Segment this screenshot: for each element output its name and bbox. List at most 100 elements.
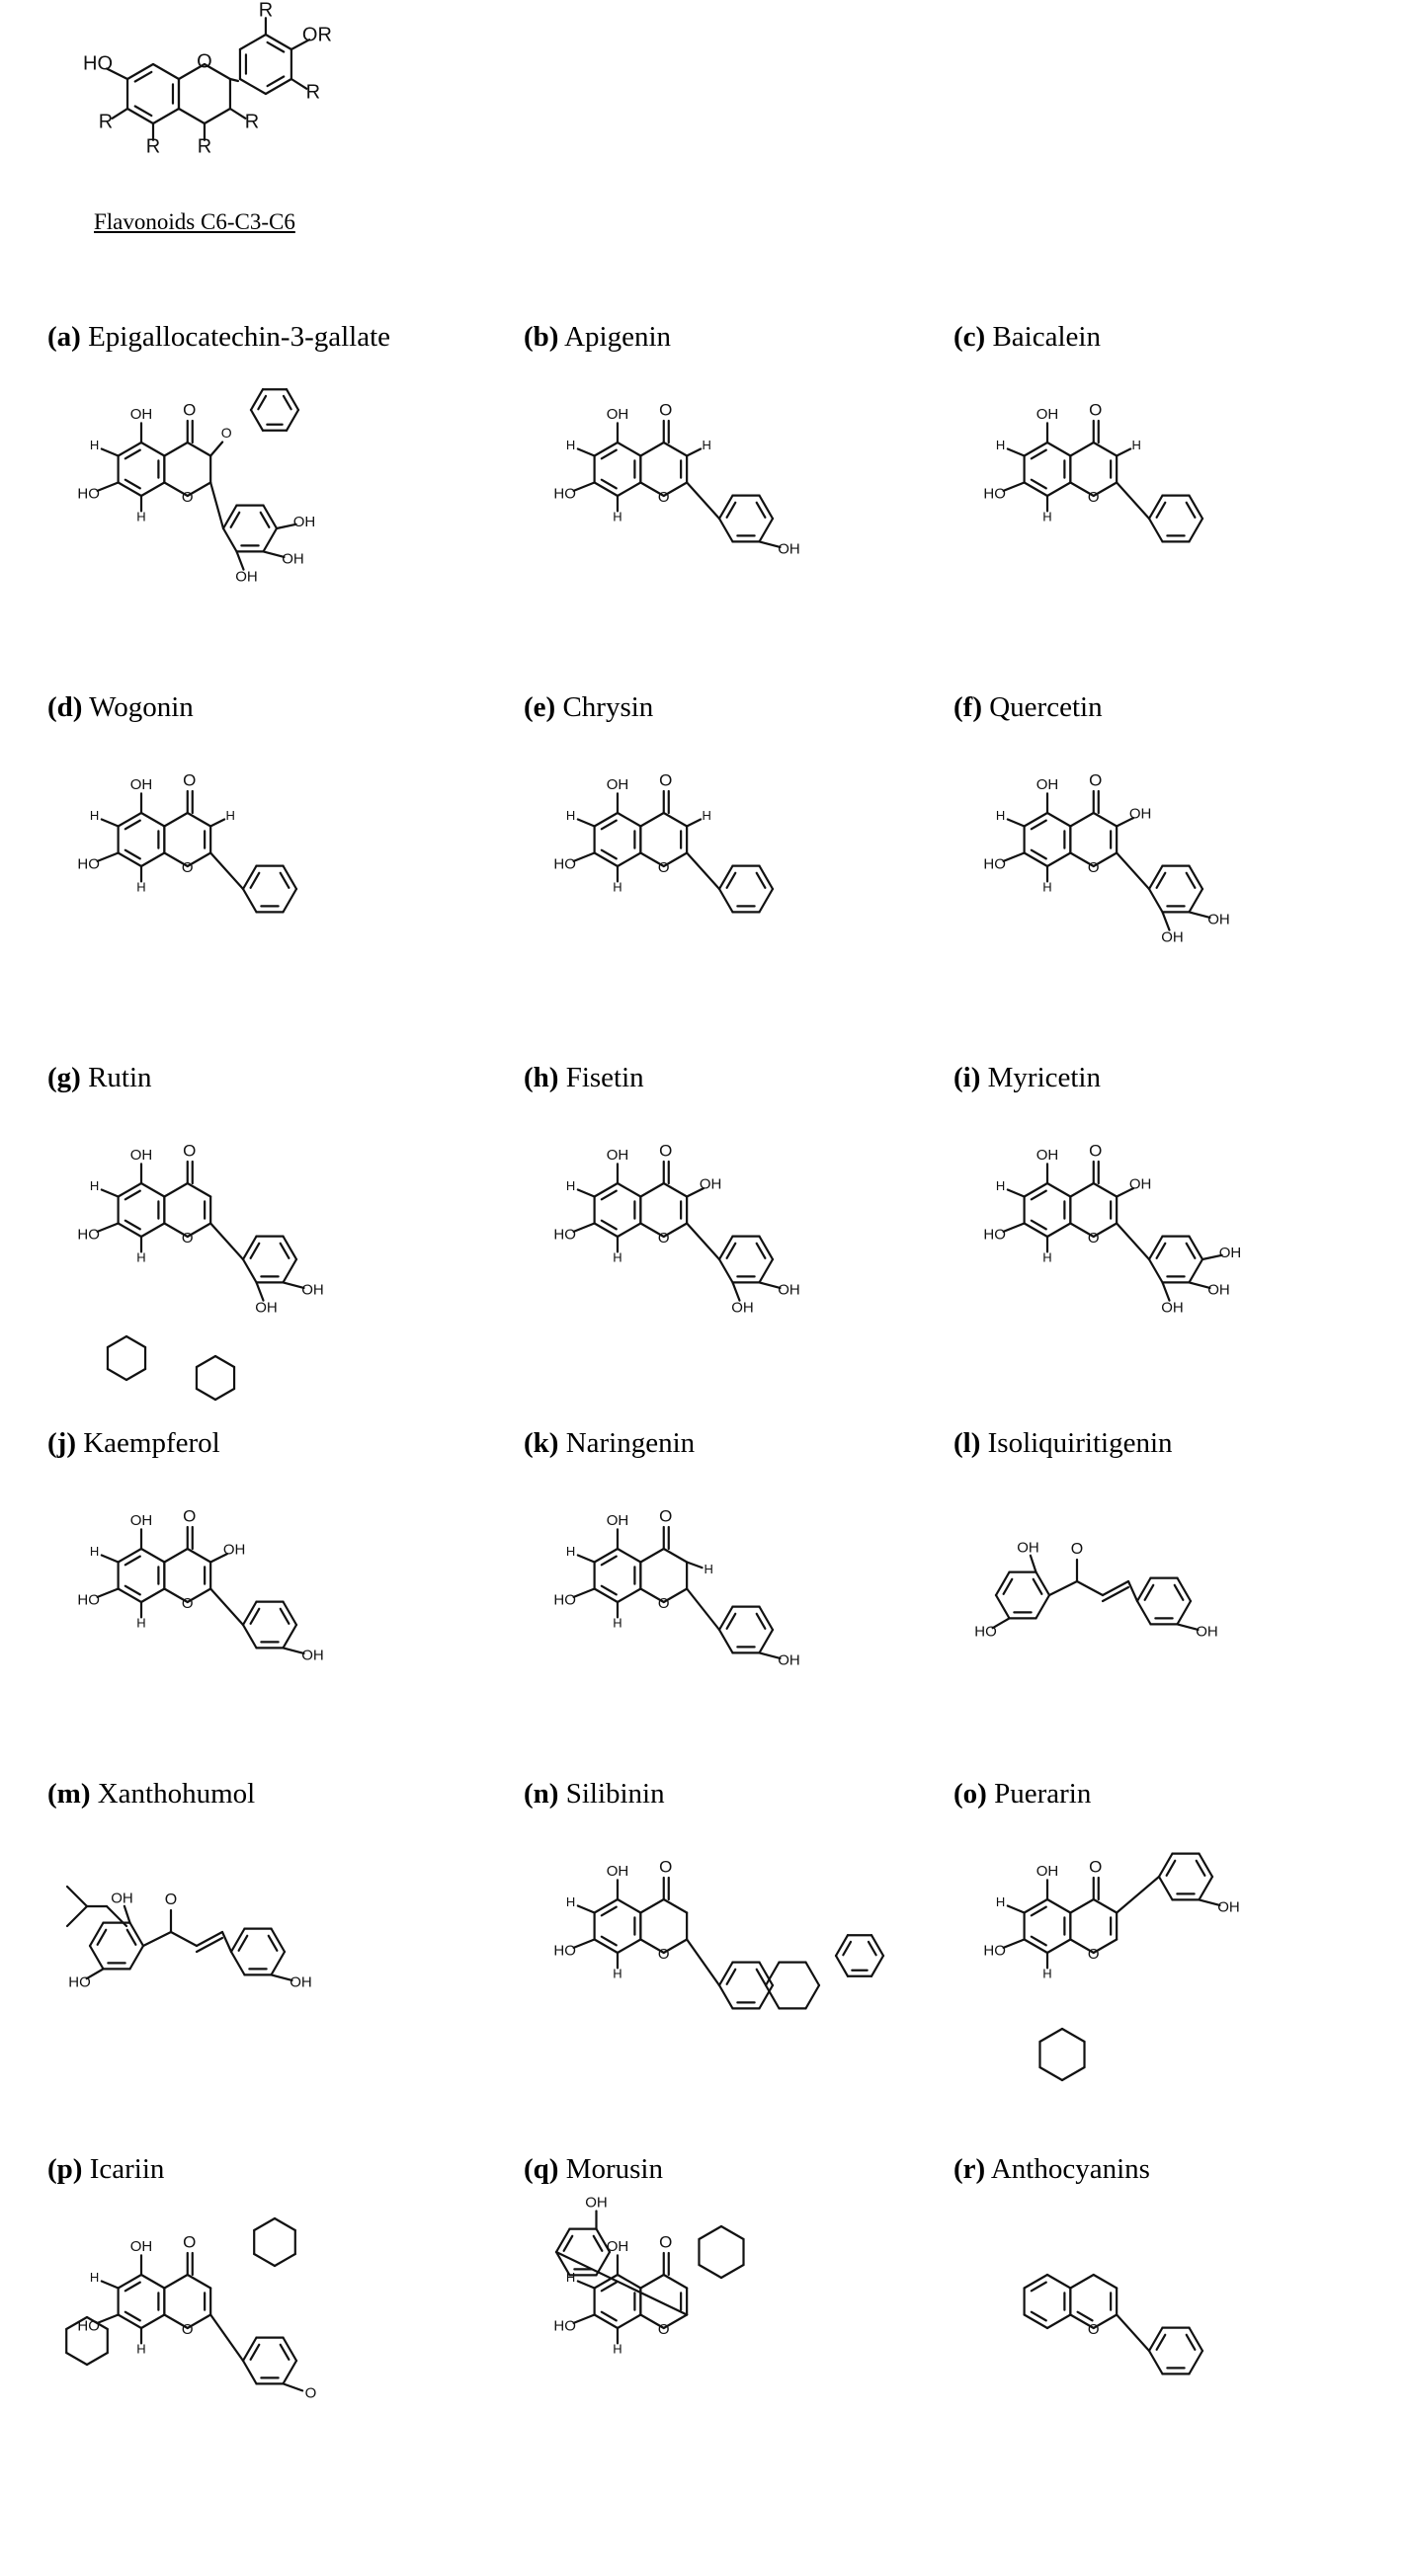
bond (755, 501, 767, 519)
bond (1023, 1938, 1049, 1955)
bond (1198, 1852, 1214, 1879)
bond (1185, 2333, 1197, 2351)
bond (1173, 1583, 1185, 1601)
bond (725, 871, 737, 889)
bond (125, 1928, 137, 1946)
bond (229, 1950, 246, 1976)
atom-label: H (613, 879, 621, 894)
bond (282, 1281, 305, 1290)
atom-label: OH (1207, 1281, 1230, 1298)
bond (1147, 517, 1164, 543)
bond (662, 1181, 689, 1198)
bond (141, 1930, 173, 1948)
bond (186, 2313, 212, 2330)
bond (139, 851, 166, 868)
bond (731, 1281, 741, 1302)
bond (209, 2313, 245, 2363)
panel-label: (j) Kaempferol (47, 1427, 220, 1460)
atom-label: OH (290, 1973, 312, 1990)
bond (725, 1968, 737, 1985)
panel-label: (o) Puerarin (953, 1778, 1091, 1811)
bond (124, 478, 141, 490)
bond (213, 1387, 236, 1402)
bond (209, 818, 226, 828)
bond (1030, 1189, 1047, 1201)
atom-label: O (659, 1141, 672, 1160)
bond (1069, 441, 1095, 457)
bond (117, 1181, 143, 1198)
atom-label: OH (130, 1512, 153, 1529)
bond (290, 39, 311, 51)
bond (593, 1181, 620, 1198)
bond (65, 2351, 89, 2367)
bond (1045, 851, 1072, 868)
atom-label: OH (130, 776, 153, 793)
bond (1188, 911, 1211, 920)
atom-label: O (182, 2321, 194, 2338)
atom-label: R (146, 135, 160, 157)
bond (600, 478, 618, 490)
bond (1116, 1186, 1135, 1198)
panel-label: (g) Rutin (47, 1062, 152, 1094)
bond (209, 851, 245, 891)
atom-label: H (1042, 1966, 1051, 1980)
panel-letter: (q) (524, 2153, 559, 2185)
bond (1185, 501, 1197, 519)
bond (249, 871, 261, 889)
atom-label: OH (607, 406, 629, 423)
bond (758, 1281, 782, 1290)
bond (1155, 1242, 1167, 1259)
bond (124, 448, 141, 460)
atom-label: OH (1036, 1863, 1059, 1880)
atom-label: H (1042, 1249, 1051, 1264)
atom-label: H (566, 1894, 575, 1909)
bond (163, 481, 189, 498)
bond (1069, 1181, 1095, 1198)
atom-label: OH (731, 1299, 754, 1316)
panel-letter: (e) (524, 691, 556, 723)
bond (616, 2313, 642, 2330)
bond (1092, 1938, 1118, 1955)
bond (758, 540, 782, 549)
bond (237, 1934, 249, 1952)
bond (96, 1928, 108, 1946)
atom-label: H (566, 2270, 575, 2285)
bond (1030, 448, 1047, 460)
panel-letter: (n) (524, 1778, 559, 1810)
bond (1188, 864, 1204, 891)
bond (662, 2313, 689, 2330)
panel-label: (a) Epigallocatechin-3-gallate (47, 321, 390, 354)
atom-label: OH (130, 2238, 153, 2255)
compound-name: Puerarin (986, 1778, 1092, 1810)
bond (241, 1600, 258, 1627)
bond (600, 1584, 618, 1596)
bond (842, 1940, 853, 1957)
panel-label: (f) Quercetin (953, 691, 1103, 724)
bond (139, 1181, 166, 1198)
panel-label: (i) Myricetin (953, 1062, 1101, 1094)
bond (1069, 2273, 1095, 2290)
bond (834, 1954, 850, 1977)
bond (163, 2313, 189, 2330)
compound-name: Morusin (558, 2153, 663, 2185)
bond (719, 2224, 745, 2241)
atom-label: H (136, 879, 145, 894)
bond (266, 40, 286, 53)
bond (1092, 1181, 1118, 1198)
bond (1045, 1897, 1072, 1914)
atom-label: R (306, 81, 320, 103)
bond (554, 2250, 571, 2277)
bond (639, 441, 665, 457)
panel-label: (m) Xanthohumol (47, 1778, 255, 1811)
atom-label: O (1089, 770, 1102, 789)
atom-label: OH (301, 1647, 324, 1663)
bond (639, 1181, 665, 1198)
bond (195, 1936, 224, 1954)
bond (1030, 478, 1047, 490)
panel-letter: (g) (47, 1062, 81, 1093)
bond (186, 851, 212, 868)
atom-label: H (996, 438, 1005, 452)
